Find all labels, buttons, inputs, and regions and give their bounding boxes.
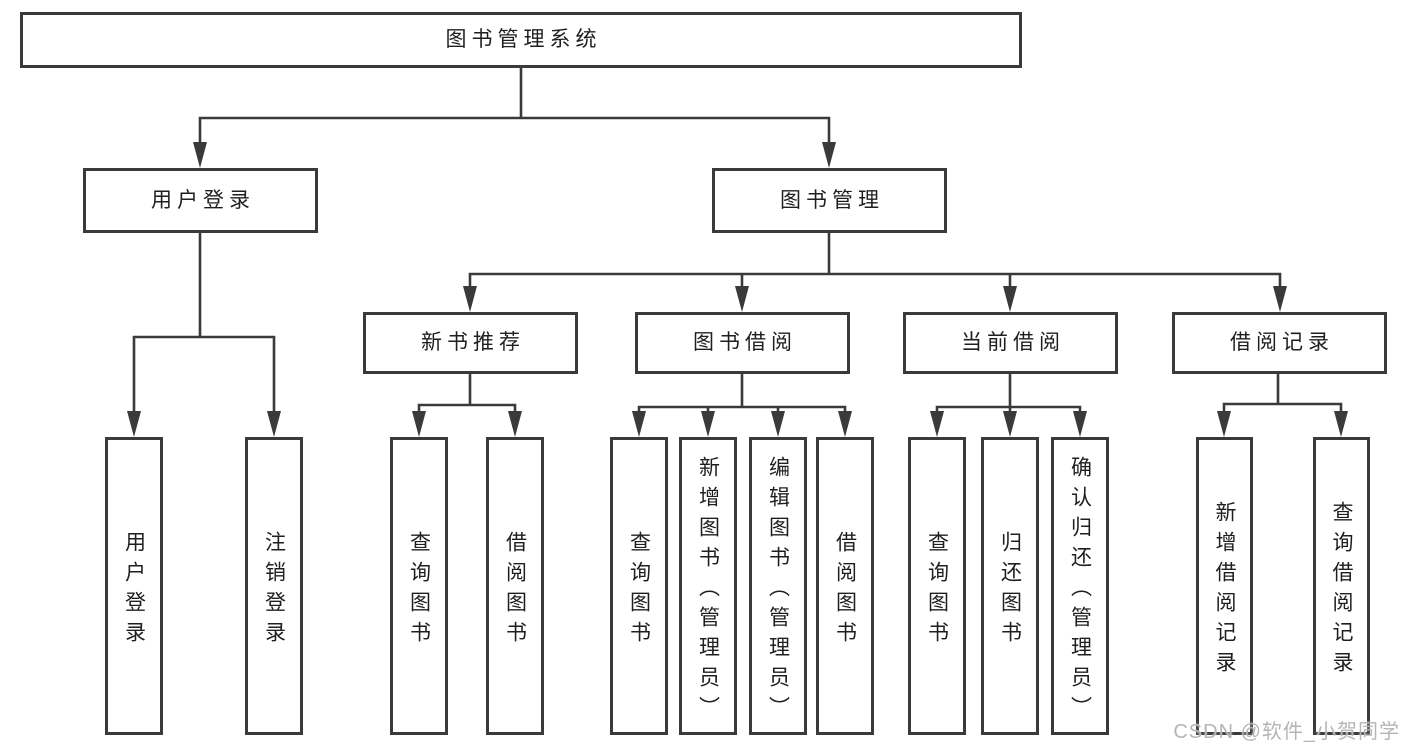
node-label: 归还图书 [998, 530, 1022, 651]
arrowhead-icon [1217, 411, 1231, 437]
node-label: 当前借阅 [961, 331, 1065, 355]
node-label: 图书管理系统 [445, 28, 602, 52]
arrowhead-icon [632, 411, 646, 437]
node-label: 用户登录 [122, 530, 146, 651]
node-label: 借阅图书 [503, 530, 527, 651]
node-label: 查询图书 [925, 530, 949, 651]
connector-borrow-records-children [1217, 374, 1348, 437]
connector-line [1222, 402, 1343, 419]
node-label: 新增图书（管理员） [696, 455, 720, 726]
node-label: 用户登录 [151, 188, 255, 212]
leaf-add-book-admin: 新增图书（管理员） [679, 437, 737, 735]
leaf-query-borrow-record: 查询借阅记录 [1313, 437, 1370, 735]
arrowhead-icon [735, 286, 749, 312]
arrowhead-icon [1003, 411, 1017, 437]
arrowhead-icon [1003, 286, 1017, 312]
connector-book-management-children [463, 233, 1287, 312]
node-label: 注销登录 [262, 530, 286, 651]
leaf-borrow-books: 借阅图书 [816, 437, 874, 735]
arrowhead-icon [771, 411, 785, 437]
connector-user-login-children [127, 233, 281, 437]
connector-root-to-level2 [193, 68, 836, 168]
connector-book-borrow-children [632, 374, 852, 437]
arrowhead-icon [838, 411, 852, 437]
leaf-query-books-recommend: 查询图书 [390, 437, 448, 735]
arrowhead-icon [930, 411, 944, 437]
arrowhead-icon [127, 411, 141, 437]
node-new-book-recommendation: 新书推荐 [363, 312, 578, 374]
csdn-watermark: CSDN @软件_小贺同学 [1173, 721, 1400, 743]
leaf-borrow-books-recommend: 借阅图书 [486, 437, 544, 735]
node-label: 确认归还（管理员） [1068, 455, 1092, 726]
connector-line [468, 272, 1282, 295]
connector-line [132, 335, 276, 419]
leaf-logout: 注销登录 [245, 437, 303, 735]
node-book-management: 图书管理 [712, 168, 947, 233]
node-borrow-records: 借阅记录 [1172, 312, 1387, 374]
node-label: 新增借阅记录 [1213, 500, 1236, 681]
node-current-borrow: 当前借阅 [903, 312, 1118, 374]
arrowhead-icon [267, 411, 281, 437]
node-label: 借阅图书 [833, 530, 857, 651]
leaf-confirm-return-admin: 确认归还（管理员） [1051, 437, 1109, 735]
arrowhead-icon [1334, 411, 1348, 437]
arrowhead-icon [1073, 411, 1087, 437]
leaf-edit-book-admin: 编辑图书（管理员） [749, 437, 807, 735]
node-user-login: 用户登录 [83, 168, 318, 233]
arrowhead-icon [701, 411, 715, 437]
arrowhead-icon [463, 286, 477, 312]
leaf-user-login: 用户登录 [105, 437, 163, 735]
arrowhead-icon [1273, 286, 1287, 312]
node-label: 编辑图书（管理员） [766, 455, 790, 726]
node-label: 新书推荐 [421, 331, 525, 355]
leaf-query-books-borrow: 查询图书 [610, 437, 668, 735]
arrowhead-icon [412, 411, 426, 437]
leaf-query-books-current: 查询图书 [908, 437, 966, 735]
arrowhead-icon [193, 142, 207, 168]
connector-line [637, 405, 847, 419]
connector-line [198, 116, 831, 150]
connector-line [417, 403, 517, 419]
node-label: 查询图书 [627, 530, 651, 651]
arrowhead-icon [508, 411, 522, 437]
leaf-add-borrow-record: 新增借阅记录 [1196, 437, 1253, 735]
node-label: 图书管理 [780, 188, 884, 212]
node-label: 借阅记录 [1230, 331, 1334, 355]
node-label: 查询借阅记录 [1330, 500, 1353, 681]
node-library-management-system: 图书管理系统 [20, 12, 1022, 68]
node-label: 图书借阅 [693, 331, 797, 355]
connector-current-borrow-children [930, 374, 1087, 437]
node-label: 查询图书 [407, 530, 431, 651]
connector-new-book-recommendation-children [412, 374, 522, 437]
node-book-borrow: 图书借阅 [635, 312, 850, 374]
arrowhead-icon [822, 142, 836, 168]
leaf-return-books: 归还图书 [981, 437, 1039, 735]
